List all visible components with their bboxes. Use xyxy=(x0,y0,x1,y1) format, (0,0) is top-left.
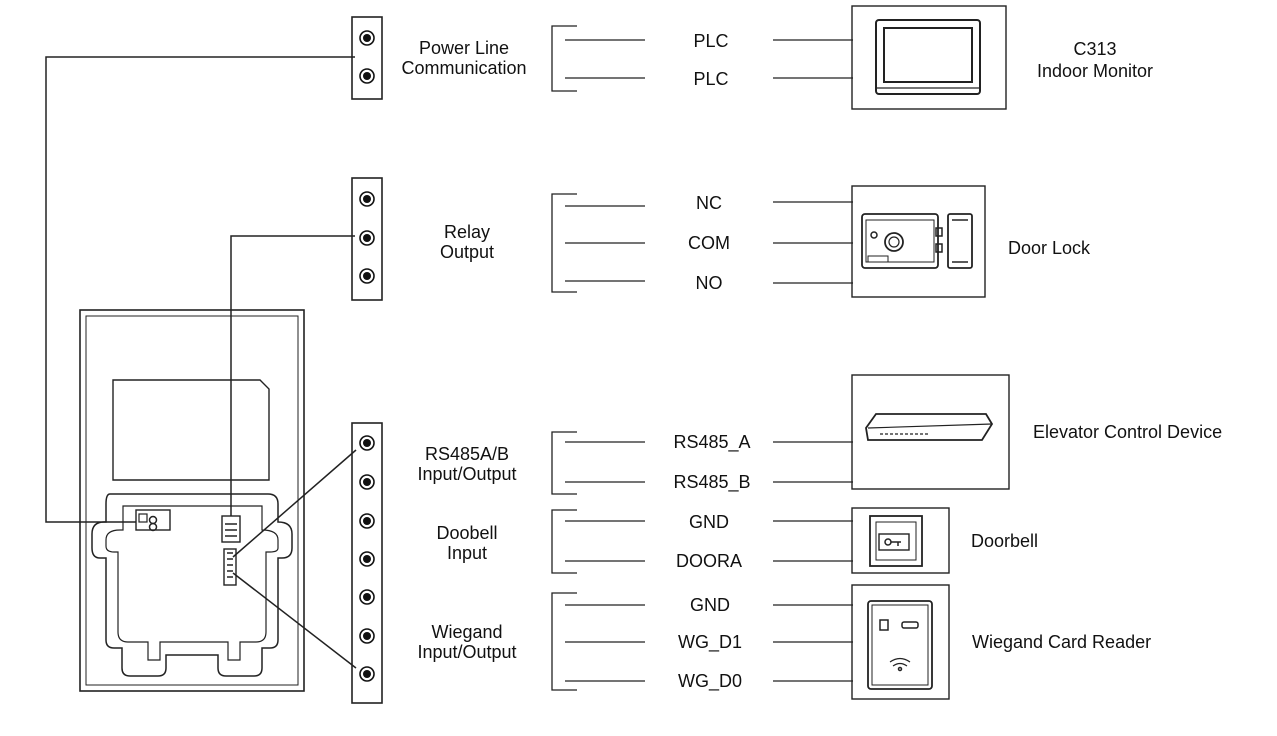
screw-icon xyxy=(359,589,375,605)
label-line: Output xyxy=(439,242,495,262)
signal-plc-2: PLC xyxy=(693,69,729,89)
plc-connector xyxy=(135,509,171,531)
label-line: Doobell xyxy=(436,523,498,543)
label-line: Input/Output xyxy=(417,642,517,662)
io-connector xyxy=(223,548,237,586)
signal-plc-1: PLC xyxy=(693,31,729,51)
back-cover-outline xyxy=(91,493,293,677)
terminal-block-io xyxy=(351,422,383,704)
screw-icon xyxy=(359,435,375,451)
label-line: Communication xyxy=(401,58,527,78)
screw-icon xyxy=(359,191,375,207)
brackets-and-wires xyxy=(551,25,853,691)
label-rs485-input-output: RS485A/B Input/Output xyxy=(404,444,530,484)
signal-nc: NC xyxy=(696,193,722,213)
label-line: RS485A/B xyxy=(424,444,510,464)
screw-icon xyxy=(359,666,375,682)
signal-no: NO xyxy=(695,273,723,293)
label-line: Input/Output xyxy=(417,464,517,484)
screw-icon xyxy=(359,268,375,284)
device-label-indoor-monitor: C313 Indoor Monitor xyxy=(1020,38,1170,82)
screw-icon xyxy=(359,513,375,529)
device-label-elevator-control: Elevator Control Device xyxy=(1033,422,1223,442)
device-label-line: Indoor Monitor xyxy=(1036,61,1154,81)
label-line: Wiegand xyxy=(431,622,503,642)
door-lock-icon xyxy=(851,185,986,298)
screw-icon xyxy=(359,474,375,490)
device-label-card-reader: Wiegand Card Reader xyxy=(972,632,1152,652)
label-line: Power Line xyxy=(418,38,510,58)
screw-icon xyxy=(359,230,375,246)
screw-icon xyxy=(359,628,375,644)
internal-wires xyxy=(45,56,357,669)
card-reader-icon xyxy=(851,584,950,700)
screw-icon xyxy=(359,30,375,46)
device-label-line: C313 xyxy=(1073,39,1117,59)
indoor-monitor-icon xyxy=(851,5,1007,110)
label-wiegand-input-output: Wiegand Input/Output xyxy=(404,622,530,662)
label-line: Input xyxy=(446,543,488,563)
label-line: Relay xyxy=(443,222,491,242)
elevator-control-device-icon xyxy=(851,374,1010,490)
terminal-screws xyxy=(359,30,375,682)
label-relay-output: Relay Output xyxy=(417,222,517,262)
signal-rs485-b: RS485_B xyxy=(673,472,751,492)
label-power-line-communication: Power Line Communication xyxy=(393,38,535,78)
signal-doora: DOORA xyxy=(675,551,742,571)
signal-doorbell-gnd: GND xyxy=(689,512,729,532)
signal-rs485-a: RS485_A xyxy=(673,432,751,452)
screw-icon xyxy=(359,551,375,567)
label-doorbell-input: Doobell Input xyxy=(417,523,517,563)
signal-wg-d1: WG_D1 xyxy=(677,632,742,652)
doorbell-icon xyxy=(851,507,950,574)
terminal-block-plc xyxy=(351,16,383,100)
device-label-door-lock: Door Lock xyxy=(1008,238,1091,258)
screw-icon xyxy=(359,68,375,84)
relay-connector xyxy=(221,515,241,543)
signal-com: COM xyxy=(688,233,730,253)
terminal-block-relay xyxy=(351,177,383,301)
signal-wiegand-gnd: GND xyxy=(690,595,730,615)
door-station-unit xyxy=(79,309,305,692)
device-label-doorbell: Doorbell xyxy=(971,531,1039,551)
signal-wg-d0: WG_D0 xyxy=(677,671,742,691)
